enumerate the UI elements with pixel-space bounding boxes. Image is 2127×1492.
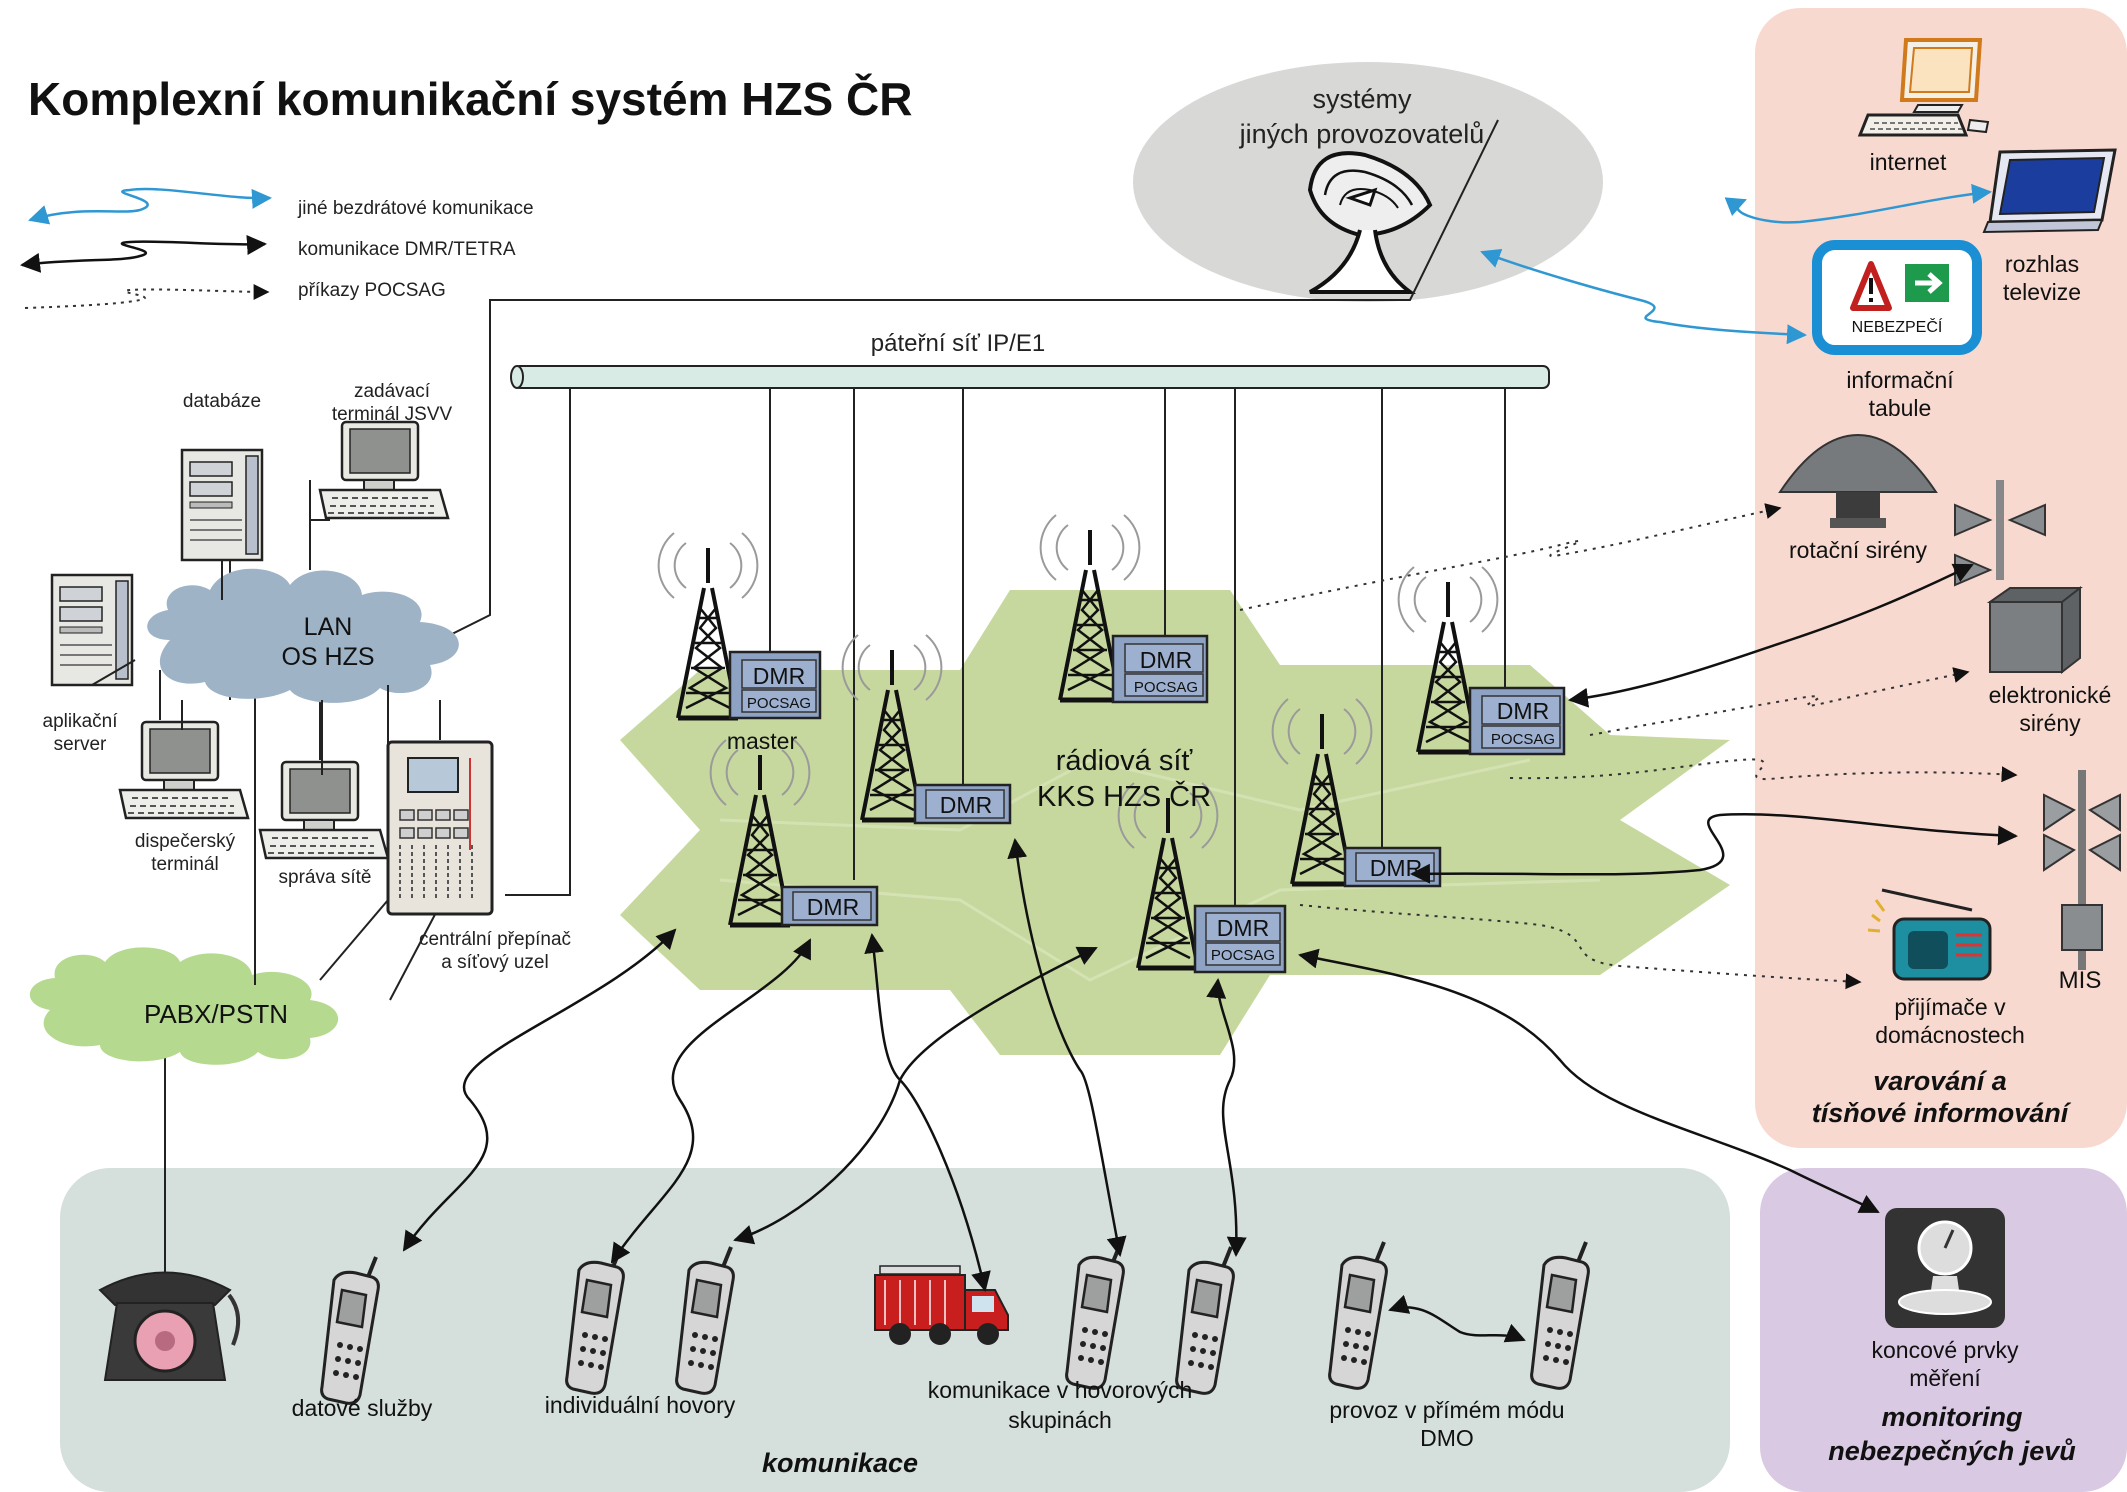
board-label-1: informační	[1846, 367, 1954, 393]
station-bottom-dmr: DMR	[1217, 915, 1269, 941]
legend-wireless-label: jiné bezdrátové komunikace	[297, 198, 534, 219]
monitoring-panel-label-1: monitoring	[1882, 1402, 2023, 1432]
warning-panel-label-2: tísňové informování	[1812, 1098, 2072, 1128]
measuring-device-icon	[1885, 1208, 2005, 1328]
comm-groups-label-1: komunikace v hovorových	[928, 1377, 1193, 1403]
monitoring-panel-label-2: nebezpečných jevů	[1828, 1436, 2076, 1466]
station-mid-right-dmr: DMR	[1370, 855, 1422, 881]
comm-data-label: datové služby	[292, 1395, 433, 1421]
pocsag-links	[1239, 503, 2018, 990]
measuring-label-2: měření	[1909, 1365, 1981, 1391]
backbone-end	[510, 365, 524, 389]
receivers-label-1: přijímače v	[1894, 994, 2006, 1020]
backbone-label: páteřní síť IP/E1	[871, 330, 1045, 357]
monitoring-panel	[1760, 1168, 2127, 1492]
electronic-siren-icon	[1954, 480, 2083, 675]
station-center-left-dmr: DMR	[940, 792, 992, 818]
pabx-cloud	[29, 947, 339, 1065]
comm-panel-label: komunikace	[762, 1448, 918, 1478]
comm-dmo-label-1: provoz v přímém módu	[1329, 1397, 1564, 1423]
network-management-terminal-icon	[258, 760, 390, 860]
legend-pocsag-label: příkazy POCSAG	[298, 280, 446, 301]
board-label-2: tabule	[1869, 395, 1932, 421]
jsvv-label-2: terminál JSVV	[332, 404, 453, 425]
comm-dmo-label-2: DMO	[1420, 1425, 1474, 1451]
comm-groups-label-2: skupinách	[1008, 1407, 1112, 1433]
wireless-links	[1480, 183, 1992, 345]
rotary-siren-icon	[1778, 433, 1938, 528]
station-right-dmr: DMR	[1497, 698, 1549, 724]
netmgmt-label: správa sítě	[279, 867, 372, 888]
switch-label-1: centrální přepínač	[419, 929, 571, 950]
central-switch-icon	[386, 740, 494, 916]
internet-label: internet	[1870, 149, 1947, 175]
legend: jiné bezdrátové komunikace komunikace DM…	[20, 187, 534, 309]
station-left-low: DMR	[711, 740, 879, 925]
mis-label: MIS	[2059, 967, 2102, 994]
station-right-pocsag: POCSAG	[1491, 731, 1555, 748]
jsvv-terminal-icon	[318, 420, 450, 520]
dmr-links	[402, 563, 2018, 1343]
electronic-sirens-label-2: sirény	[2019, 710, 2081, 736]
telephone-icon	[98, 1271, 241, 1381]
measuring-label-1: koncové prvky	[1871, 1337, 2019, 1363]
receivers-label-2: domácnostech	[1875, 1022, 2025, 1048]
station-top-dmr: DMR	[1140, 647, 1192, 673]
dispatch-terminal-icon	[118, 720, 250, 820]
rotary-sirens-label: rotační sirény	[1789, 537, 1928, 563]
switch-label-2: a síťový uzel	[441, 952, 548, 973]
comm-individual-label: individuální hovory	[545, 1392, 736, 1418]
database-server-icon	[180, 448, 264, 562]
legend-wireless-arrow	[28, 187, 272, 225]
lan-label-2: OS HZS	[281, 643, 374, 671]
other-operators-label-2: jiných provozovatelů	[1239, 119, 1485, 149]
appserver-label-2: server	[54, 734, 107, 755]
satellite-dish-icon	[1307, 151, 1433, 294]
station-top-pocsag: POCSAG	[1134, 679, 1198, 696]
board-sign-text: NEBEZPEČÍ	[1852, 317, 1943, 336]
master-label: master	[727, 728, 798, 754]
tv-icon	[1982, 148, 2117, 234]
tv-label-2: televize	[2003, 279, 2081, 305]
legend-dmr-label: komunikace DMR/TETRA	[298, 239, 516, 260]
station-top: DMR POCSAG	[1041, 515, 1209, 704]
radio-network-label-1: rádiová síť	[1056, 745, 1194, 777]
page-title: Komplexní komunikační systém HZS ČR	[28, 73, 912, 125]
legend-pocsag-arrow	[24, 283, 270, 309]
backbone-bar	[513, 365, 1550, 389]
tv-label-1: rozhlas	[2005, 251, 2079, 277]
electronic-sirens-label-1: elektronické	[1989, 682, 2112, 708]
station-right: DMR POCSAG	[1399, 567, 1566, 756]
station-bottom-pocsag: POCSAG	[1211, 947, 1275, 964]
lan-cloud	[147, 568, 459, 703]
appserver-label-1: aplikační	[43, 711, 119, 732]
dispatch-label-1: dispečerský	[135, 831, 236, 852]
radio-network-label-2: KKS HZS ČR	[1037, 779, 1211, 813]
mis-siren-icon	[2043, 770, 2121, 970]
jsvv-label-1: zadávací	[354, 381, 431, 402]
station-left-low-dmr: DMR	[807, 894, 859, 920]
lan-links	[91, 520, 389, 985]
warning-panel-label-1: varování a	[1873, 1066, 2007, 1096]
station-bottom: DMR POCSAG	[1119, 783, 1287, 974]
legend-dmr-arrow	[20, 235, 267, 273]
station-master: DMR POCSAG	[659, 533, 822, 718]
pabx-label: PABX/PSTN	[144, 999, 288, 1029]
station-master-dmr: DMR	[753, 663, 805, 689]
computer-icon	[1857, 38, 1990, 137]
dispatch-label-2: terminál	[151, 854, 219, 875]
station-center-left: DMR	[843, 635, 1012, 825]
database-label: databáze	[183, 391, 261, 412]
other-operators-label-1: systémy	[1312, 84, 1412, 114]
radio-receiver-icon	[1867, 888, 1992, 981]
station-master-pocsag: POCSAG	[747, 695, 811, 712]
lan-label-1: LAN	[304, 613, 353, 641]
info-board-icon: NEBEZPEČÍ	[1812, 240, 1982, 355]
